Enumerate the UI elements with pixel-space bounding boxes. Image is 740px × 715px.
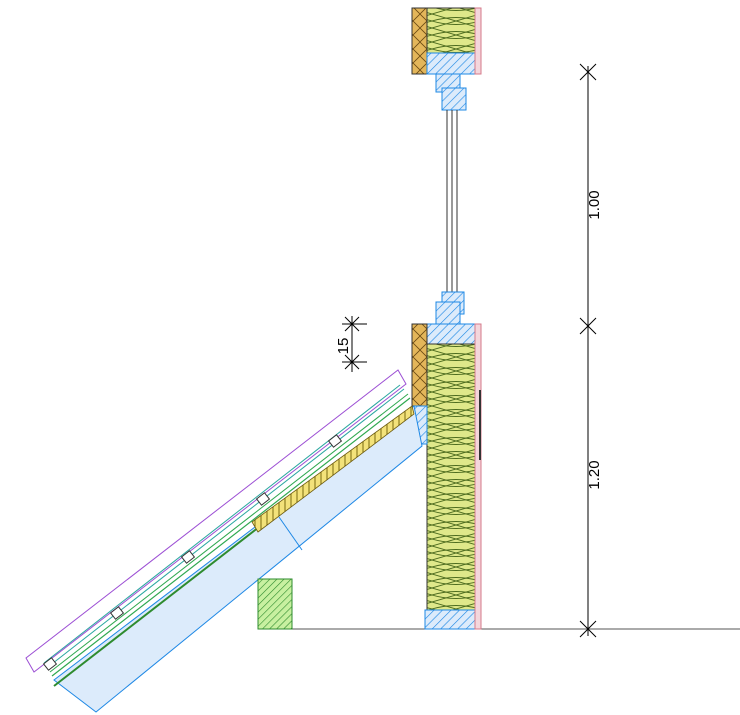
- upper-wall-timber: [411, 7, 428, 75]
- upper-wall-insulation: [426, 7, 476, 54]
- purlin: [257, 578, 293, 630]
- upper-wall: [411, 7, 482, 75]
- upper-wall-cladding: [474, 7, 482, 75]
- window-frame-bottom: [435, 291, 465, 325]
- window-glazing: [446, 110, 458, 292]
- lower-wall-base: [424, 609, 478, 630]
- overlap-dimension: [342, 316, 367, 372]
- rafter: [53, 405, 423, 713]
- vertical-dimension-chain: [579, 63, 597, 638]
- dimension-lower: 1.20: [586, 460, 603, 489]
- lower-wall-insulation: [426, 343, 476, 611]
- lower-wall-timber: [411, 323, 428, 407]
- lower-wall-cladding: [474, 323, 482, 630]
- roof-tiles: [25, 369, 407, 673]
- dimension-upper: 1.00: [586, 190, 603, 219]
- lower-wall: [411, 323, 482, 630]
- dimension-overlap: 15: [335, 338, 352, 355]
- lower-wall-sill: [426, 323, 478, 345]
- battens: [42, 434, 343, 671]
- roof-insulation-strip: [251, 405, 415, 533]
- roof-assembly: [25, 369, 423, 713]
- window-frame-top: [435, 73, 467, 111]
- upper-wall-header: [426, 52, 476, 75]
